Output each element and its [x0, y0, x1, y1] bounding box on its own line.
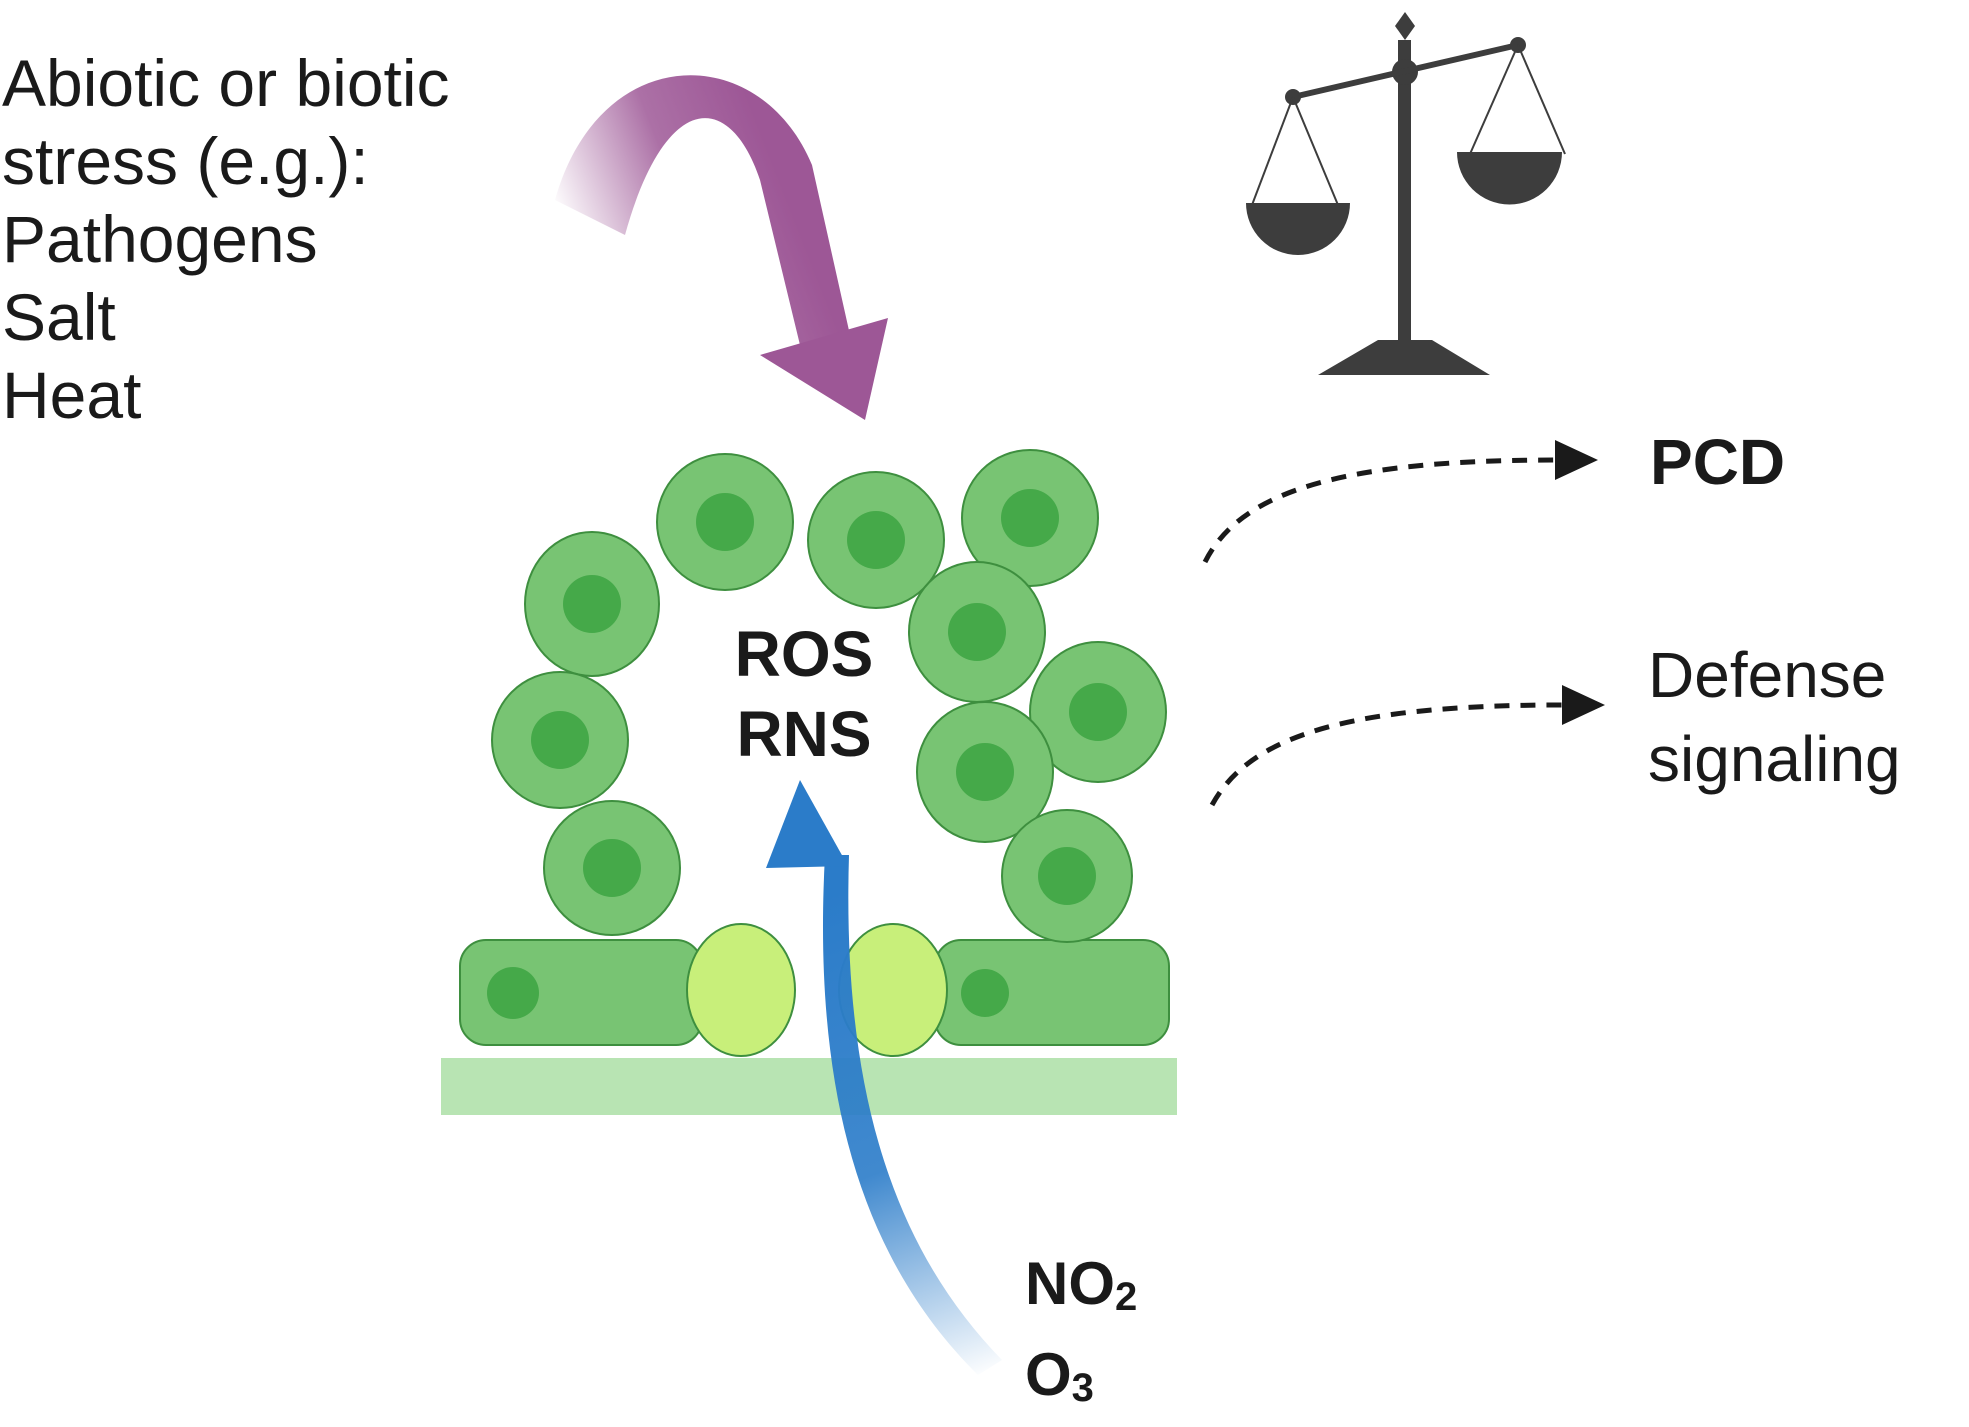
no2-sub: 2	[1115, 1275, 1138, 1319]
nucleus	[696, 493, 754, 551]
arrow-to-defense-head	[1562, 685, 1605, 725]
stress-arrow-body	[555, 75, 850, 346]
ros-rns-label: ROS RNS	[694, 614, 914, 774]
epidermal-cells	[459, 939, 1170, 1046]
nucleus	[1069, 683, 1127, 741]
nucleus	[956, 743, 1014, 801]
pollutant-arrow-head	[766, 780, 848, 868]
pollutants-label: NO2 O3	[1025, 1245, 1137, 1427]
defense-line1: Defense	[1648, 639, 1887, 711]
no2-label: NO2	[1025, 1245, 1137, 1336]
stress-line: Abiotic or biotic	[2, 46, 450, 120]
outcome-arrows	[1202, 440, 1605, 807]
o3-label: O3	[1025, 1336, 1137, 1427]
defense-line2: signaling	[1648, 723, 1901, 795]
stress-line: Heat	[2, 358, 142, 432]
mesophyll-cells	[491, 449, 1167, 943]
defense-signaling-label: Defense signaling	[1648, 633, 1901, 801]
nucleus	[1038, 847, 1096, 905]
stress-arrow	[555, 75, 888, 420]
stress-line: Pathogens	[2, 202, 318, 276]
epidermis-strip	[441, 1058, 1177, 1115]
ros-label: ROS	[734, 618, 874, 690]
stress-arrow-head	[760, 318, 888, 420]
no2-base: NO	[1025, 1250, 1115, 1317]
nucleus	[961, 969, 1009, 1017]
stress-line: Salt	[2, 280, 116, 354]
pcd-label: PCD	[1650, 426, 1786, 498]
nucleus	[531, 711, 589, 769]
guard-cell-left	[686, 923, 796, 1057]
o3-base: O	[1025, 1341, 1072, 1408]
o3-sub: 3	[1071, 1366, 1094, 1410]
rns-label: RNS	[736, 698, 872, 770]
stoma	[686, 923, 948, 1057]
arrow-to-defense	[1209, 702, 1563, 807]
nucleus	[847, 511, 905, 569]
stress-line: stress (e.g.):	[2, 124, 369, 198]
pollutant-arrow	[766, 780, 1002, 1375]
nucleus	[948, 603, 1006, 661]
nucleus	[563, 575, 621, 633]
balance-scale-icon	[1246, 12, 1566, 375]
nucleus	[1001, 489, 1059, 547]
pollutant-arrow-body	[822, 855, 1002, 1375]
nucleus	[583, 839, 641, 897]
nucleus	[487, 967, 539, 1019]
arrow-to-pcd	[1202, 457, 1556, 564]
stress-label: Abiotic or biotic stress (e.g.): Pathoge…	[2, 44, 450, 434]
arrow-to-pcd-head	[1555, 440, 1598, 480]
